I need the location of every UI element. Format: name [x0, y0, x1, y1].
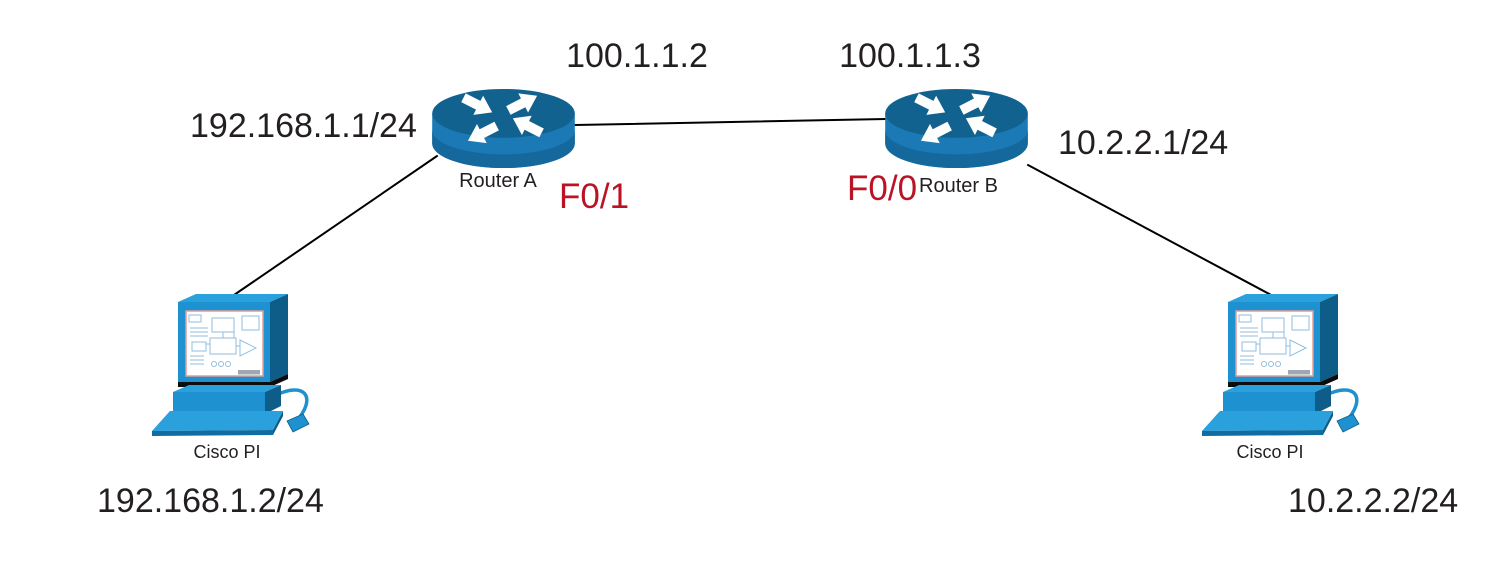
router-a-wan-ip-label: 100.1.1.2: [566, 37, 708, 75]
router-a-lan-ip-label: 192.168.1.1/24: [190, 107, 417, 145]
workstation-icon: [152, 292, 312, 440]
link-router-a-router-b: [574, 118, 887, 126]
router-a-port-label: F0/1: [559, 177, 630, 216]
link-router-b-pc-right: [1027, 164, 1274, 297]
pc-right-name-label: Cisco PI: [1236, 442, 1304, 462]
pc-right-ip-label: 10.2.2.2/24: [1288, 482, 1459, 520]
link-router-a-pc-left: [233, 155, 438, 296]
router-a-name-label: Router A: [459, 170, 537, 192]
router-icon: [430, 87, 577, 171]
router-icon: [883, 87, 1030, 171]
pc-left-ip-label: 192.168.1.2/24: [97, 482, 324, 520]
router-b-wan-ip-label: 100.1.1.3: [839, 37, 981, 75]
pc-left-name-label: Cisco PI: [193, 442, 261, 462]
router-b-name-label: Router B: [919, 175, 998, 197]
router-b-port-label: F0/0: [847, 169, 918, 208]
router-b-lan-ip-label: 10.2.2.1/24: [1058, 124, 1229, 162]
workstation-icon: [1202, 292, 1362, 440]
